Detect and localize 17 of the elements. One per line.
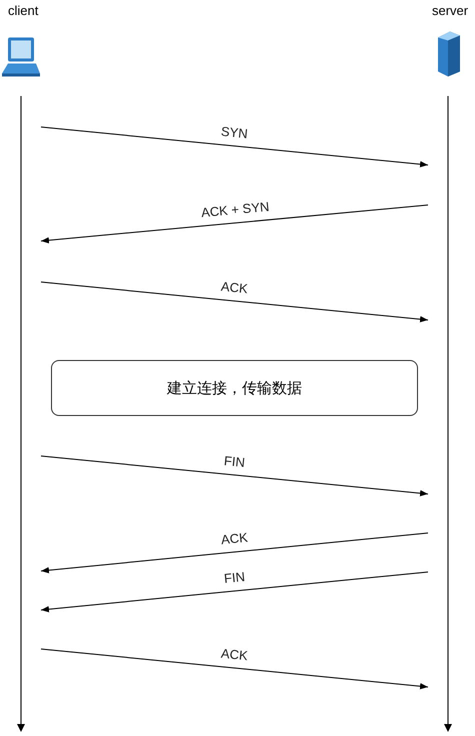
process-box: 建立连接，传输数据	[51, 360, 418, 416]
edge-label: ACK	[220, 645, 248, 663]
message-arrow	[40, 648, 428, 690]
edge-label: ACK	[220, 529, 248, 547]
message-arrow	[40, 456, 428, 496]
participant-name: server	[432, 3, 468, 18]
message-arrow	[40, 572, 428, 612]
edge-label: FIN	[223, 568, 246, 586]
message-arrow	[40, 204, 428, 244]
message-arrow	[40, 282, 428, 322]
edge-label: SYN	[220, 123, 248, 141]
edge-label: ACK	[220, 278, 248, 296]
edge-label: ACK + SYN	[200, 198, 270, 220]
edge-label: FIN	[223, 452, 246, 470]
message-arrow	[40, 532, 428, 574]
participant-name: client	[8, 3, 38, 18]
message-arrow	[40, 126, 428, 168]
